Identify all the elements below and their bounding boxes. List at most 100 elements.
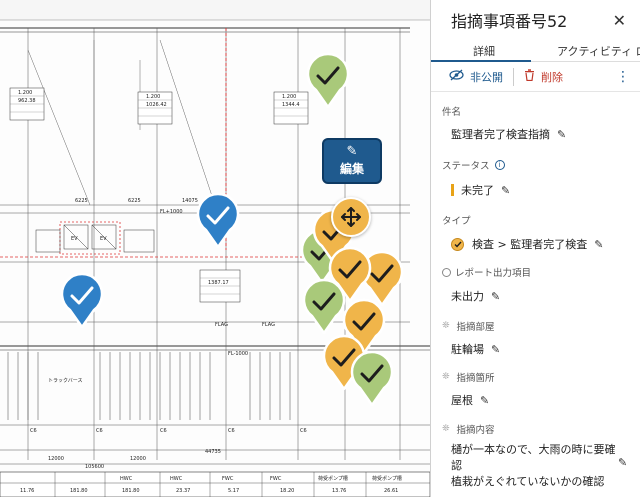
- status-value: 未完了: [461, 184, 494, 197]
- status-label: ステータス i: [442, 158, 505, 172]
- column-label: C6: [160, 428, 167, 434]
- edit-button[interactable]: ✎ 編集: [324, 140, 380, 182]
- pencil-icon: ✎: [346, 144, 358, 159]
- move-arrows-icon: [341, 207, 361, 227]
- private-button[interactable]: 非公開: [449, 69, 503, 85]
- tab-bar: 詳細 アクティビティ ログ: [431, 40, 640, 62]
- location-label-text: 指摘箇所: [456, 373, 495, 384]
- edit-pencil-icon[interactable]: ✎: [480, 393, 490, 407]
- content-line: 植栽がえぐれていないかの確認: [451, 475, 605, 488]
- table-cell: 181.80: [70, 488, 88, 494]
- content-field[interactable]: 樋が一本なので、大雨の時に要確 認 植栽がえぐれていないかの確認: [451, 442, 626, 490]
- location-label: ❊ 指摘箇所: [442, 370, 495, 384]
- tag-value: 1.200: [146, 94, 160, 100]
- room-label-text: 指摘部屋: [456, 322, 495, 333]
- subject-value: 監理者完了検査指摘: [451, 128, 550, 141]
- issue-pin-green[interactable]: [302, 278, 346, 334]
- column-label: C6: [300, 428, 307, 434]
- content-label: ❊ 指摘内容: [442, 422, 495, 436]
- report-output-field[interactable]: 未出力 ✎: [451, 288, 500, 304]
- tag-value: 1387.17: [208, 280, 229, 286]
- content-line: 樋が一本なので、大雨の時に要確: [451, 443, 616, 456]
- table-header: 荷受ポンプ槽: [318, 475, 348, 482]
- edit-pencil-icon[interactable]: ✎: [491, 342, 501, 356]
- private-label: 非公開: [470, 70, 503, 84]
- close-icon[interactable]: ✕: [612, 10, 626, 30]
- issue-pin-blue[interactable]: [60, 272, 104, 328]
- report-output-label: レポート出力項目: [442, 265, 531, 279]
- table-cell: 18.20: [280, 488, 294, 494]
- type-label-text: タイプ: [442, 216, 471, 227]
- delete-label: 削除: [541, 70, 563, 84]
- edit-pencil-icon[interactable]: ✎: [491, 289, 501, 303]
- subject-field[interactable]: 監理者完了検査指摘 ✎: [451, 126, 566, 142]
- column-label: C6: [96, 428, 103, 434]
- status-field[interactable]: 未完了 ✎: [451, 182, 510, 198]
- room-label: ❊ 指摘部屋: [442, 319, 495, 333]
- dimension-label: 14075: [182, 198, 198, 204]
- flag-label: FLAG: [215, 322, 228, 328]
- floor-level-label: FL+1000: [160, 209, 183, 215]
- issue-pin-green[interactable]: [306, 52, 350, 108]
- edit-button-label: 編集: [339, 162, 364, 176]
- flag-label: FLAG: [262, 322, 275, 328]
- content-line: 認: [451, 459, 462, 472]
- panel-title: 指摘事項番号52: [451, 12, 568, 31]
- dimension-label: 44735: [205, 449, 221, 455]
- tag-value: 1026.42: [146, 102, 167, 108]
- table-cell: 23.37: [176, 488, 190, 494]
- dimension-label: 12000: [130, 456, 146, 462]
- drawing-canvas[interactable]: EV EV 1.200 962.38 1.200 1026.42 1.200 1…: [0, 0, 430, 497]
- table-cell: 13.76: [332, 488, 346, 494]
- issue-pin-orange[interactable]: [328, 246, 372, 302]
- edit-pencil-icon[interactable]: ✎: [501, 183, 511, 197]
- table-header: FWC: [270, 476, 282, 482]
- type-value: 検査 > 監理者完了検査: [472, 238, 588, 251]
- move-handle[interactable]: [331, 197, 371, 237]
- dimension-label: 6225: [75, 198, 88, 204]
- edit-pencil-icon[interactable]: ✎: [618, 456, 628, 469]
- table-header: 荷受ポンプ槽: [372, 475, 402, 482]
- custom-field-icon: ❊: [442, 321, 450, 331]
- divider: [513, 67, 514, 86]
- delete-button[interactable]: 削除: [524, 68, 563, 85]
- tag-value: 1.200: [18, 90, 32, 96]
- table-header: HWC: [170, 476, 183, 482]
- table-cell: 181.80: [122, 488, 140, 494]
- issue-pin-blue[interactable]: [196, 192, 240, 248]
- content-label-text: 指摘内容: [456, 425, 495, 436]
- location-field[interactable]: 屋根 ✎: [451, 392, 489, 408]
- subject-label: 件名: [442, 104, 461, 118]
- dimension-label: 6225: [128, 198, 141, 204]
- room-field[interactable]: 駐輪場 ✎: [451, 341, 500, 357]
- ev-label-2: EV: [100, 236, 107, 242]
- issue-pin-green[interactable]: [350, 350, 394, 406]
- checkmark-badge-icon: [451, 237, 464, 251]
- custom-field-icon: ❊: [442, 424, 450, 434]
- radio-icon: [442, 267, 451, 277]
- report-value: 未出力: [451, 290, 484, 303]
- tag-value: 1344.4: [282, 102, 300, 108]
- tab-activity-log[interactable]: アクティビティ ログ: [557, 45, 640, 58]
- dimension-label: 12000: [48, 456, 64, 462]
- location-value: 屋根: [451, 394, 473, 407]
- edit-pencil-icon[interactable]: ✎: [594, 237, 604, 251]
- edit-pencil-icon[interactable]: ✎: [557, 127, 567, 141]
- active-tab-indicator: [431, 60, 531, 62]
- type-field[interactable]: 検査 > 監理者完了検査 ✎: [451, 236, 603, 252]
- floor-level-label: FL-1000: [228, 351, 248, 357]
- panel-header: 指摘事項番号52 ✕: [431, 0, 640, 40]
- custom-field-icon: ❊: [442, 372, 450, 382]
- tag-value: 962.38: [18, 98, 36, 104]
- room-label: トラックバース: [48, 378, 83, 384]
- table-cell: 26.61: [384, 488, 398, 494]
- issue-pin-orange[interactable]: [342, 298, 386, 354]
- tab-details[interactable]: 詳細: [473, 45, 495, 58]
- more-options-icon[interactable]: ⋮: [616, 69, 630, 85]
- status-indicator: [451, 184, 454, 196]
- info-icon[interactable]: i: [494, 160, 505, 170]
- report-label-text: レポート出力項目: [455, 268, 532, 279]
- column-label: C6: [228, 428, 235, 434]
- ev-label-1: EV: [71, 236, 78, 242]
- room-value: 駐輪場: [451, 343, 484, 356]
